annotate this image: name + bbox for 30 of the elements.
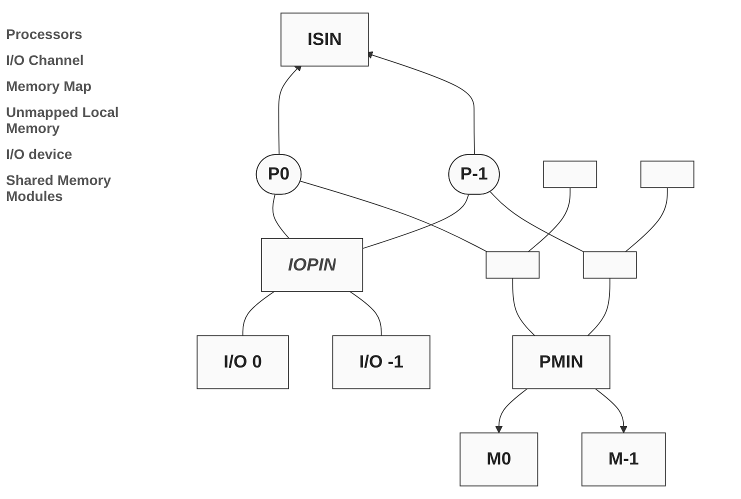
- node-box: [196, 335, 289, 390]
- arrow: [495, 388, 528, 434]
- annotation-label: Processors: [6, 26, 84, 42]
- connector: [490, 191, 584, 252]
- node-box: [512, 335, 610, 390]
- node-box: [486, 251, 540, 279]
- node-box: [280, 12, 369, 67]
- node-box: [581, 432, 666, 486]
- connector: [587, 278, 610, 336]
- node-box: [582, 251, 637, 279]
- connector: [242, 291, 275, 336]
- annotation-label: I/O device: [6, 146, 74, 162]
- connector: [349, 291, 382, 336]
- connector: [272, 194, 290, 239]
- annotation-label: Shared Memory Modules: [6, 172, 112, 204]
- connector: [528, 187, 571, 252]
- annotation-label: I/O Channel: [6, 52, 85, 68]
- annotation-label: Memory Map: [6, 78, 93, 94]
- node-box: [332, 335, 430, 390]
- connector: [300, 180, 488, 252]
- node-box: [261, 238, 364, 292]
- connector: [512, 278, 536, 336]
- diagram: ISIN P0 P-1 IOPIN I/O 0 I/O -1 PMIN M0 M-1: [156, 6, 735, 493]
- annotation-label: Unmapped Local Memory: [6, 104, 120, 136]
- connector: [362, 194, 469, 249]
- node-box: [640, 160, 694, 188]
- node-box: [543, 160, 598, 188]
- arrow: [594, 388, 628, 434]
- node-box: [460, 432, 538, 486]
- connector: [625, 187, 668, 252]
